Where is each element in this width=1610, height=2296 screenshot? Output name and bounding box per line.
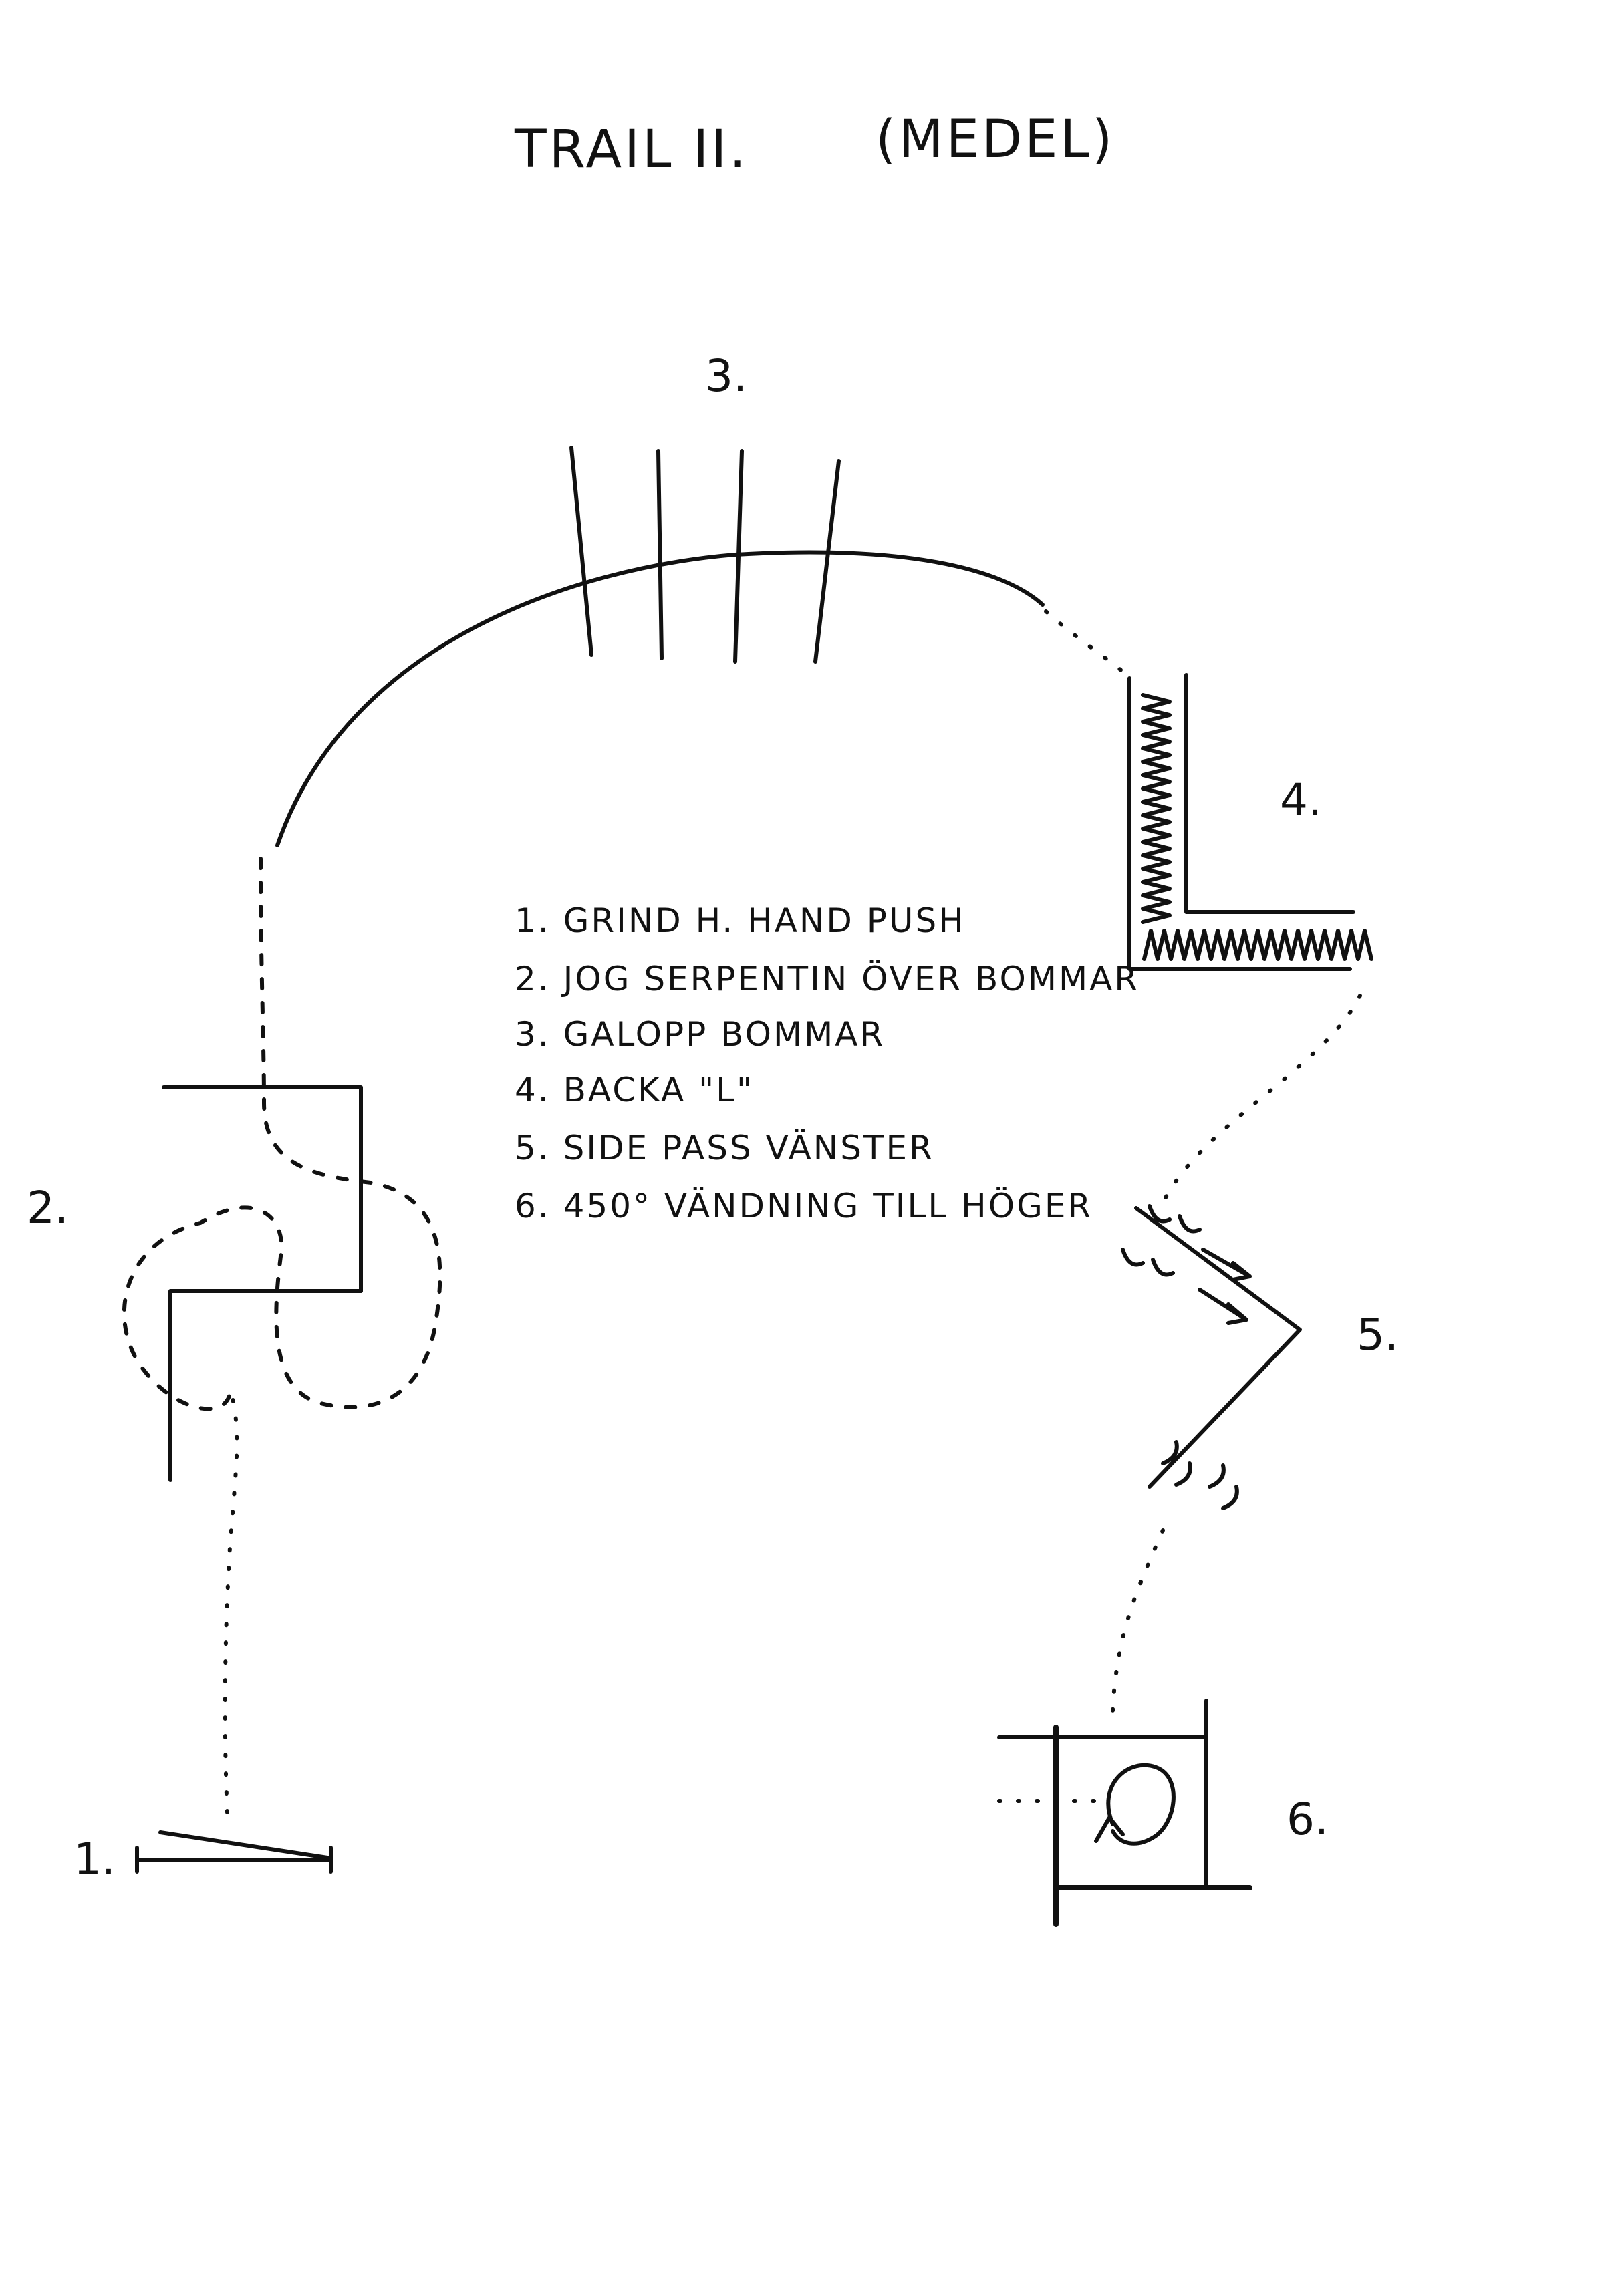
obstacle-2-label: 2.: [27, 1182, 69, 1234]
legend: 1. GRIND H. HAND PUSH 2. JOG SERPENTIN Ö…: [515, 901, 1139, 1226]
obstacle-5-label: 5.: [1357, 1309, 1399, 1360]
hoof-print-icon: [1148, 1204, 1202, 1234]
route-path-3-to-4: [1044, 609, 1125, 674]
route-path-1-to-2: [223, 1388, 239, 1814]
legend-item-2: 2. JOG SERPENTIN ÖVER BOMMAR: [515, 960, 1139, 998]
obstacle-6-label: 6.: [1287, 1793, 1329, 1845]
lope-pole: [656, 449, 664, 660]
arrow-right-icon: [1201, 1248, 1252, 1282]
route-path-2-to-3-arc: [275, 550, 1045, 847]
obstacle-4-backup-l: [1127, 673, 1373, 971]
lope-pole: [569, 446, 593, 657]
turn-arrow-icon: [1094, 1816, 1125, 1843]
obstacle-2-serpentine-poles: [162, 1085, 363, 1482]
route-path-4-to-5: [1161, 994, 1362, 1205]
legend-item-3: 3. GALOPP BOMMAR: [515, 1015, 885, 1054]
legend-item-5: 5. SIDE PASS VÄNSTER: [515, 1129, 934, 1167]
obstacle-6-turn-box: [997, 1699, 1252, 1927]
serpentine-pole-upper: [162, 1085, 363, 1293]
serpentine-pole-lower: [168, 1289, 363, 1482]
gate-swing-line: [158, 1830, 329, 1860]
obstacle-4-label: 4.: [1280, 774, 1322, 826]
l-zigzag-vertical: [1141, 693, 1172, 924]
obstacle-3-lope-poles: [569, 446, 841, 664]
obstacle-1-gate: [135, 1830, 333, 1874]
hoof-print-icon: [1208, 1463, 1239, 1510]
l-pole-inner: [1184, 673, 1355, 914]
hoof-print-icon: [1161, 1440, 1192, 1487]
turn-circle: [1106, 1763, 1176, 1846]
route-path-5-to-6: [1111, 1528, 1165, 1713]
lope-pole: [733, 449, 744, 664]
obstacle-3-label: 3.: [705, 350, 747, 402]
box-pole-top-right: [997, 1735, 1208, 1890]
side-pass-pole: [1134, 1206, 1302, 1489]
arrow-right-icon: [1198, 1288, 1248, 1325]
legend-item-1: 1. GRIND H. HAND PUSH: [515, 901, 966, 940]
obstacle-1-label: 1.: [74, 1834, 116, 1885]
hoof-print-icon: [1121, 1248, 1175, 1277]
l-zigzag-horizontal: [1142, 929, 1373, 961]
legend-item-4: 4. BACKA "L": [515, 1070, 754, 1109]
legend-item-6: 6. 450° VÄNDNING TILL HÖGER: [515, 1187, 1093, 1226]
diagram-subtitle: (MEDEL): [876, 110, 1115, 170]
diagram-title: TRAIL II.: [514, 120, 749, 180]
route-path-serpentine-weave: [122, 857, 442, 1411]
lope-pole: [813, 459, 841, 664]
obstacle-5-side-pass: [1121, 1204, 1302, 1510]
l-pole-outer: [1127, 676, 1352, 971]
